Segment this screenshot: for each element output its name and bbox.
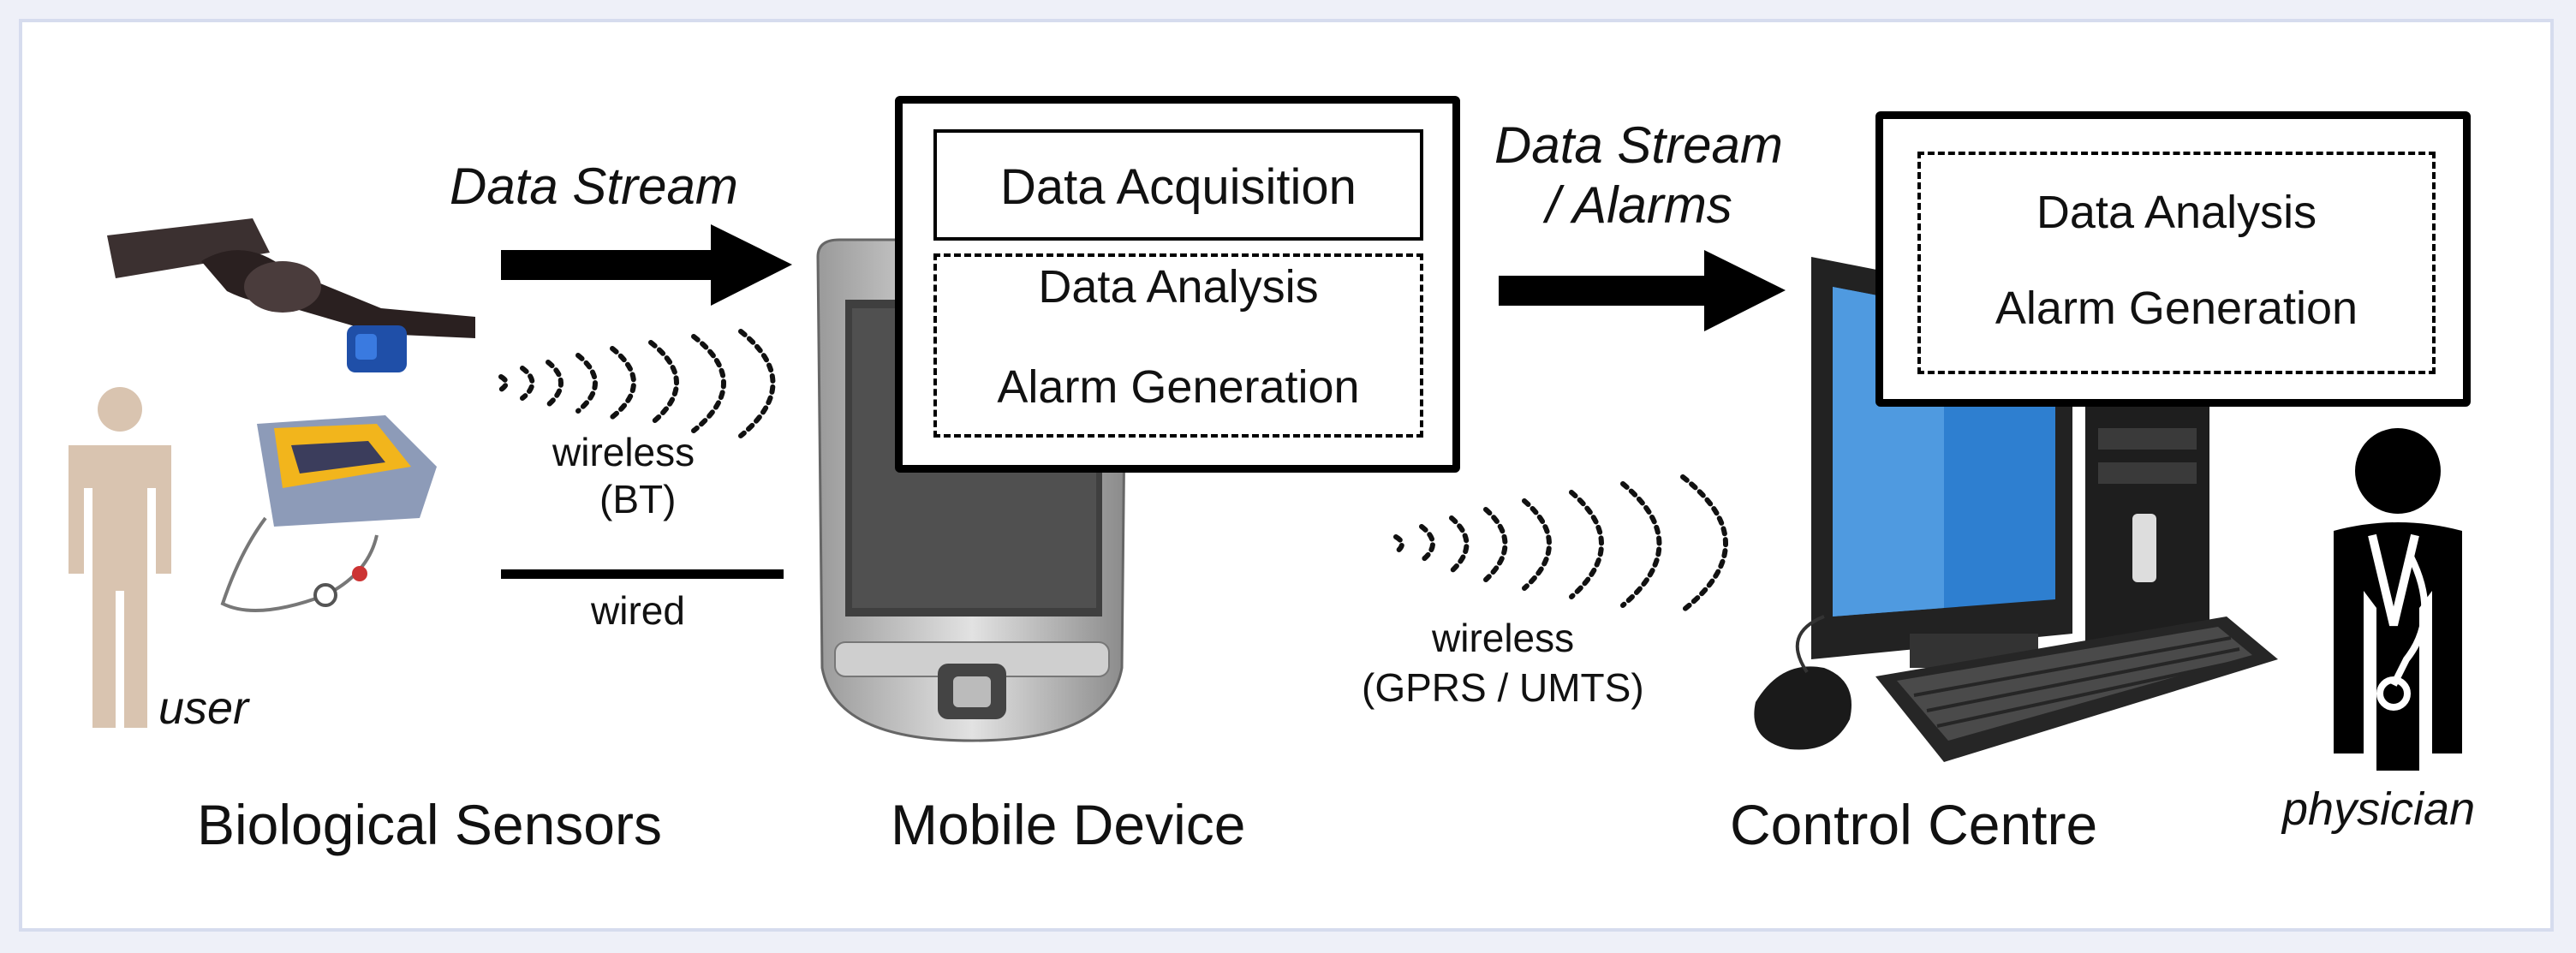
mobile-device-caption: Mobile Device (891, 793, 1246, 856)
wired-label: wired (591, 588, 685, 633)
mobile-function-box: Data Acquisition Data Analysis Alarm Gen… (895, 96, 1460, 473)
stream-alarms-label-2: / Alarms (1546, 176, 1732, 234)
physician-icon (2334, 428, 2462, 771)
wireless-waves-icon (498, 329, 776, 438)
wireless-gprs-label: wireless (1432, 616, 1575, 660)
control-centre-caption: Control Centre (1730, 793, 2098, 856)
sensor-strap-icon (107, 218, 475, 372)
wired-line (501, 569, 784, 579)
data-acquisition-block: Data Acquisition (933, 129, 1423, 241)
physician-label: physician (2282, 783, 2476, 835)
mobile-data-analysis-label: Data Analysis (1038, 261, 1319, 313)
wireless-bt-sub: (BT) (599, 477, 677, 521)
data-stream-arrow (501, 224, 792, 306)
wireless-bt-label: wireless (552, 430, 695, 474)
wireless-gprs-sub: (GPRS / UMTS) (1362, 665, 1644, 710)
control-data-analysis-label: Data Analysis (2036, 187, 2317, 238)
control-function-box: Data Analysis Alarm Generation (1875, 111, 2471, 407)
data-acquisition-label: Data Acquisition (1000, 159, 1357, 215)
wireless-waves-icon (1393, 474, 1728, 613)
control-analysis-block: Data Analysis Alarm Generation (1917, 152, 2436, 374)
user-figure-icon (69, 387, 171, 728)
ecg-sensor-icon (220, 415, 437, 612)
stream-alarms-label-1: Data Stream (1494, 116, 1783, 174)
data-stream-label: Data Stream (450, 158, 738, 215)
user-label: user (158, 682, 249, 734)
stream-alarms-arrow (1499, 250, 1786, 331)
biological-sensors-caption: Biological Sensors (197, 793, 662, 856)
control-alarm-generation-label: Alarm Generation (1995, 283, 2358, 334)
mobile-alarm-generation-label: Alarm Generation (997, 361, 1360, 413)
mobile-analysis-block: Data Analysis Alarm Generation (933, 253, 1423, 438)
